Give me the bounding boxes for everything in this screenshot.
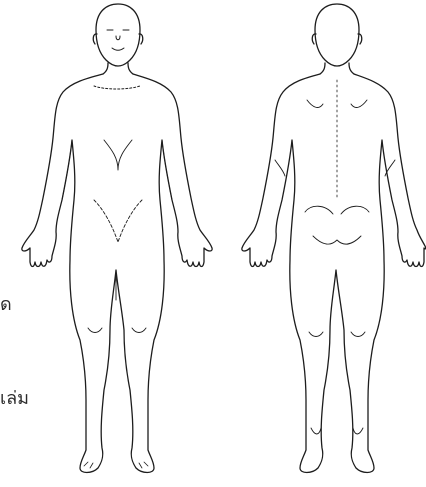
front-neck — [103, 63, 133, 74]
back-knees — [309, 332, 365, 337]
front-body-figure — [0, 0, 213, 487]
front-collarbone — [94, 86, 140, 89]
front-knees — [88, 328, 146, 333]
front-pelvis-line — [94, 200, 142, 242]
front-face-features — [107, 30, 129, 50]
front-toes — [84, 462, 148, 468]
back-buttocks — [305, 206, 369, 244]
partial-text-left: ด — [0, 296, 12, 314]
front-body-outline — [22, 74, 212, 473]
back-heels — [311, 428, 363, 434]
front-abdomen-lines — [104, 140, 132, 170]
back-body-outline — [242, 74, 426, 473]
back-head — [315, 4, 359, 66]
back-body-figure — [213, 0, 426, 487]
back-neck — [320, 63, 354, 74]
front-head — [96, 4, 140, 66]
partial-text-left-lower: เล่ม — [0, 390, 29, 408]
back-elbows — [275, 160, 395, 176]
